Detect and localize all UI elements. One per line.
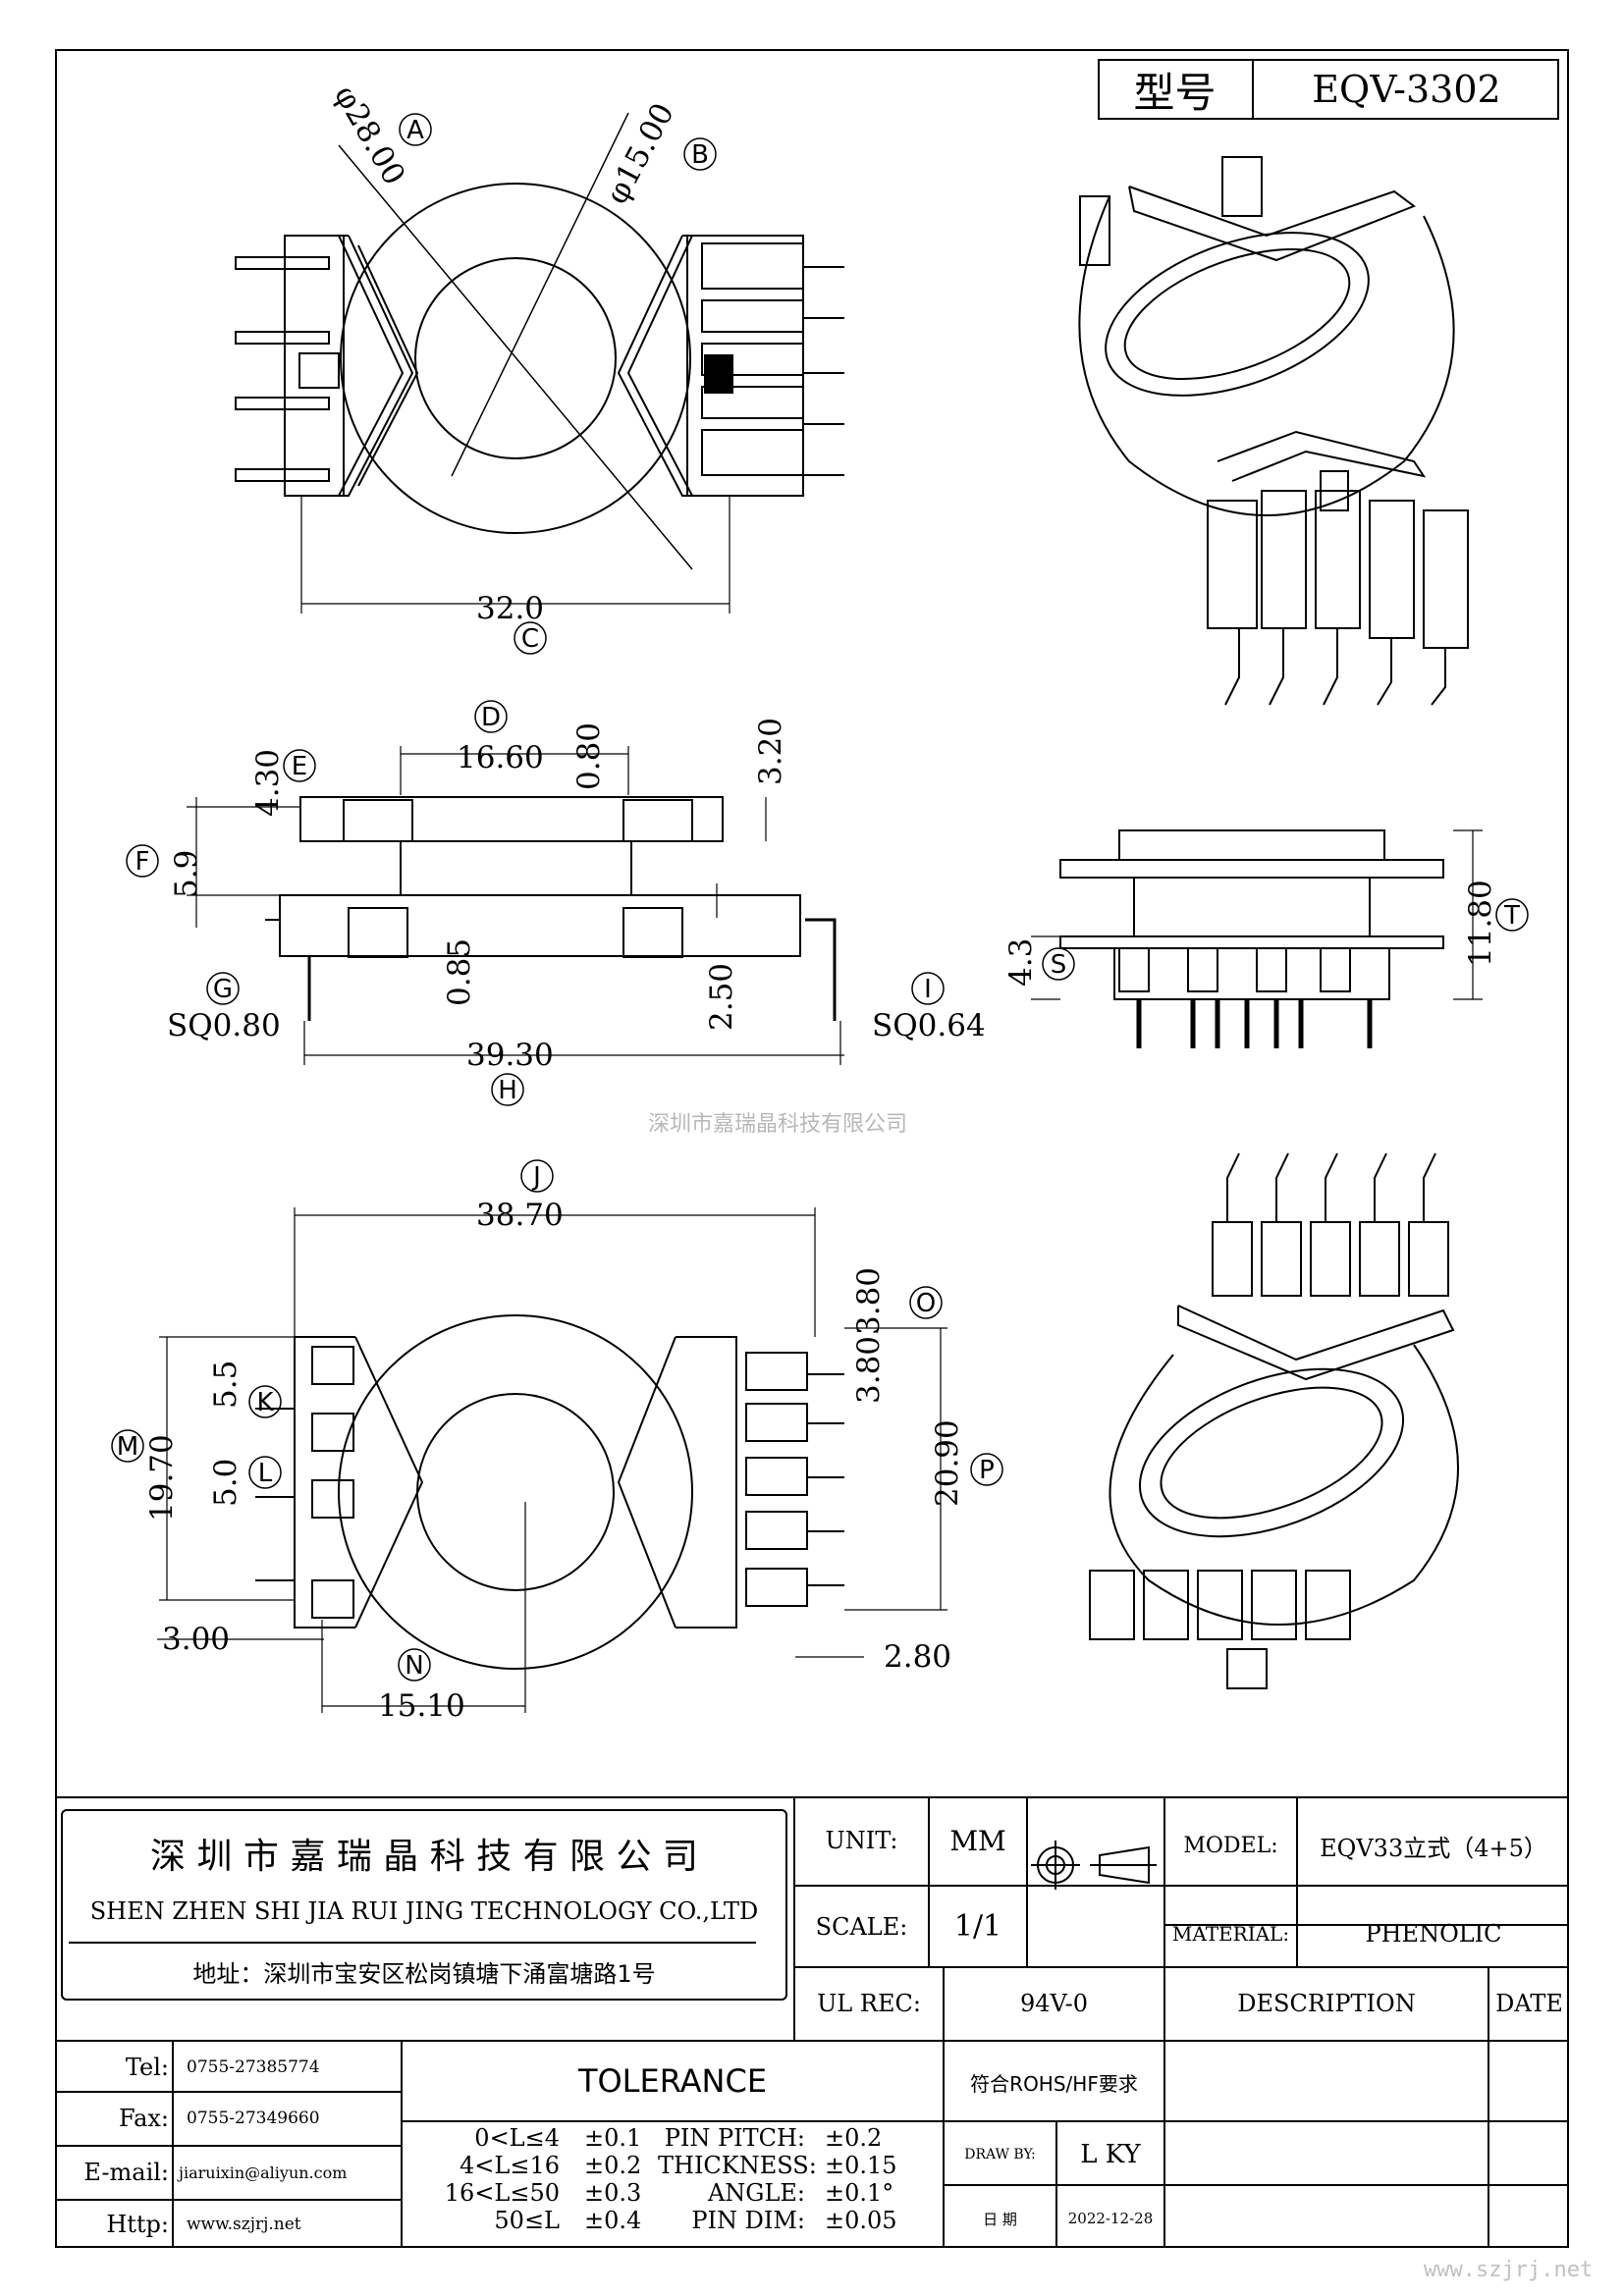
watermark: 深圳市嘉瑞晶科技有限公司 (648, 1112, 907, 1137)
dim-g: SQ0.80 (167, 1008, 281, 1043)
dim-s: 4.3 (1003, 938, 1039, 987)
dim-c: 32.0 (476, 591, 544, 626)
contact-http-value[interactable]: www.szjrj.net (187, 2215, 301, 2234)
callout-i: I (924, 975, 932, 1004)
dim-b: φ15.00 (599, 97, 681, 209)
isometric-view-bottom (1089, 1152, 1459, 1689)
dim-o: 3.80 (851, 1267, 887, 1335)
description-label: DESCRIPTION (1237, 1989, 1416, 2017)
scale-value: 1/1 (953, 1909, 1002, 1944)
projection-symbol-icon (1031, 1841, 1157, 1890)
dim-t: 11.80 (1463, 880, 1498, 967)
model-header-box (1098, 59, 1559, 120)
date-cn-label: 日 期 (983, 2210, 1017, 2228)
callout-s: S (1051, 950, 1067, 980)
callout-g: G (213, 975, 233, 1004)
dim-p: 20.90 (930, 1419, 965, 1507)
unit-label: UNIT: (825, 1827, 898, 1854)
company-name-cn: 深 圳 市 嘉 瑞 晶 科 技 有 限 公 司 (150, 1837, 698, 1877)
draw-by-label: DRAW BY: (964, 2147, 1036, 2163)
rohs-note: 符合ROHS/HF要求 (970, 2071, 1138, 2096)
contact-email-label: E-mail: (83, 2159, 169, 2186)
callout-f: F (135, 847, 150, 877)
side-view (187, 746, 844, 1065)
material-value: PHENOLIC (1365, 1920, 1502, 1948)
dim-r: 2.80 (884, 1639, 951, 1675)
dim-085: 0.85 (442, 938, 477, 1006)
spec-row: PIN DIM:±0.05 (691, 2207, 897, 2234)
spec-row: PIN PITCH:±0.2 (664, 2124, 883, 2152)
date-label: DATE (1495, 1989, 1563, 2017)
callout-a: A (406, 116, 424, 145)
dim-m: 19.70 (144, 1434, 180, 1522)
contact-http-label: Http: (106, 2211, 169, 2238)
model-value: EQV33立式（4+5） (1320, 1834, 1547, 1862)
drawing-border (55, 49, 1569, 2248)
callout-e: E (292, 752, 307, 781)
callout-j: J (531, 1162, 541, 1192)
dim-d: 16.60 (457, 740, 544, 775)
model-label: MODEL: (1183, 1833, 1278, 1858)
company-box (61, 1809, 787, 2001)
callout-d: D (481, 703, 501, 732)
callout-b: B (691, 140, 709, 170)
unit-value: MM (949, 1824, 1006, 1857)
callout-t: T (1503, 901, 1520, 931)
tolerance-ranges: 0<L≤4±0.1 4<L≤16±0.2 16<L≤50±0.3 50≤L±0.… (412, 2124, 658, 2234)
callout-k: K (256, 1388, 274, 1417)
dim-e: 4.30 (250, 749, 286, 817)
bottom-view (157, 1207, 947, 1713)
dim-j: 38.70 (476, 1198, 564, 1233)
dim-d2: 0.80 (571, 722, 607, 790)
dim-250: 2.50 (704, 963, 739, 1031)
contact-fax-value: 0755-27349660 (187, 2109, 320, 2128)
model-header-divider (1252, 59, 1254, 120)
company-name-en: SHEN ZHEN SHI JIA RUI JING TECHNOLOGY CO… (89, 1897, 759, 1925)
dim-n: 15.10 (378, 1688, 465, 1724)
isometric-view-top (1078, 156, 1469, 706)
tol-row: 16<L≤50±0.3 (444, 2179, 642, 2207)
tolerance-specs: PIN PITCH:±0.2 THICKNESS:±0.15 ANGLE:±0.… (658, 2124, 943, 2234)
dim-h: 39.30 (466, 1038, 554, 1073)
date-value: 2022-12-28 (1067, 2210, 1154, 2227)
ul-value: 94V-0 (1019, 1989, 1089, 2017)
tol-row: 0<L≤4±0.1 (474, 2124, 642, 2152)
draw-by-value: L KY (1080, 2140, 1141, 2169)
dim-l: 5.0 (208, 1459, 243, 1507)
model-header-value: EQV-3302 (1312, 68, 1501, 111)
dim-d3: 3.20 (753, 718, 788, 785)
contact-fax-label: Fax: (119, 2105, 169, 2132)
top-view (235, 112, 844, 614)
callout-o: O (916, 1289, 936, 1318)
callout-c: C (521, 624, 539, 654)
dim-i-sq: SQ0.64 (872, 1008, 986, 1043)
callout-n: N (405, 1651, 423, 1681)
contact-tel-value: 0755-27385774 (187, 2057, 320, 2077)
callout-m: M (117, 1432, 138, 1462)
tol-row: 4<L≤16±0.2 (460, 2152, 642, 2179)
scale-label: SCALE: (815, 1912, 908, 1941)
spec-row: THICKNESS:±0.15 (658, 2152, 897, 2179)
footer-url: www.szjrj.net (1424, 2258, 1594, 2282)
company-address: 地址：深圳市宝安区松岗镇塘下涌富塘路1号 (192, 1959, 656, 1988)
technical-drawing: φ28.00 φ15.00 32.0 16.60 0.80 3.20 4.30 … (111, 80, 1529, 1724)
tol-row: 50≤L±0.4 (494, 2207, 642, 2234)
callout-p: P (979, 1456, 995, 1485)
dim-f: 5.9 (169, 850, 204, 898)
dim-a: φ28.00 (327, 80, 411, 191)
spec-row: ANGLE:±0.1° (707, 2179, 894, 2207)
contact-tel-label: Tel: (125, 2054, 169, 2081)
end-view (1031, 829, 1483, 1048)
ul-label: UL REC: (817, 1989, 921, 2017)
material-label: MATERIAL: (1171, 1922, 1290, 1946)
callout-l: L (258, 1459, 273, 1488)
callout-h: H (498, 1076, 517, 1105)
contact-email-value[interactable]: jiaruixin@aliyun.com (179, 2163, 348, 2182)
dim-n3: 3.00 (162, 1622, 230, 1657)
model-header-label: 型号 (1133, 68, 1217, 117)
tolerance-title: TOLERANCE (577, 2062, 768, 2100)
dim-o2: 3.80 (851, 1336, 887, 1404)
dim-k: 5.5 (208, 1361, 243, 1409)
